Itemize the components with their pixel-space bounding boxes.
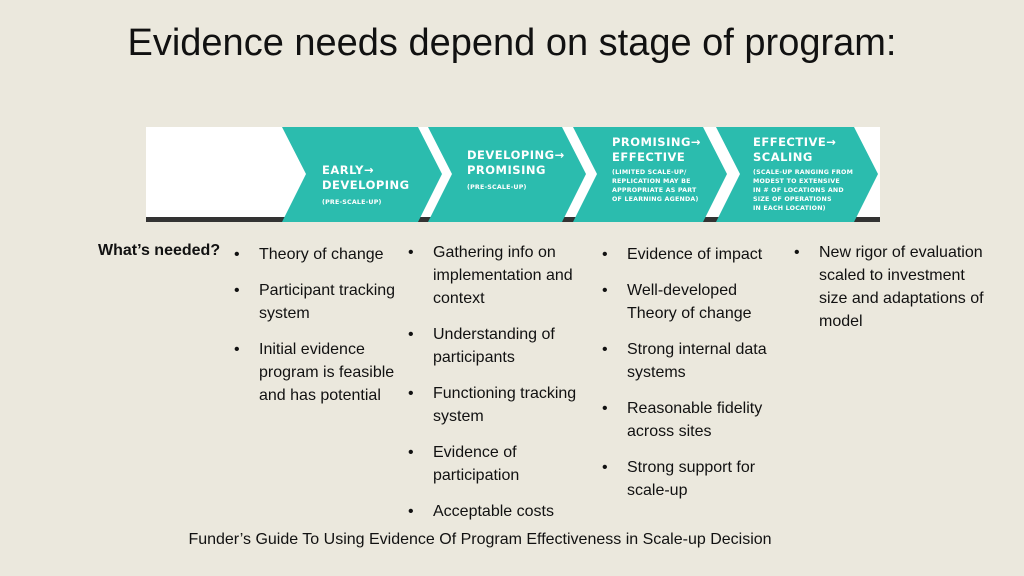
stage-title-line: EARLY→ DEVELOPING: [322, 163, 410, 192]
stage-subtitle: (PRE-SCALE-UP): [467, 184, 527, 191]
list-item: Acceptable costs: [408, 500, 598, 523]
stage-banner: EARLY→ DEVELOPING (PRE-SCALE-UP) DEVELOP…: [146, 127, 880, 222]
source-footnote: Funder’s Guide To Using Evidence Of Prog…: [188, 531, 772, 548]
list-item: Strong internal data systems: [602, 338, 790, 384]
list-item: New rigor of evaluation scaled to invest…: [794, 241, 994, 333]
stage-effective-scaling: EFFECTIVE→ SCALING (SCALE-UP RANGING FRO…: [753, 135, 871, 213]
stage-title: PROMISING→ EFFECTIVE: [612, 135, 702, 164]
stage-title: DEVELOPING→ PROMISING: [467, 148, 565, 177]
stage-banner-graphic: [146, 127, 880, 222]
stage-subtitle: (PRE-SCALE-UP): [322, 199, 382, 206]
stage-chevron-1: [282, 127, 442, 222]
list-item: Understanding of participants: [408, 323, 598, 369]
slide-title: Evidence needs depend on stage of progra…: [127, 22, 897, 64]
stage-early-developing: EARLY→ DEVELOPING (PRE-SCALE-UP): [322, 148, 422, 207]
list-item: Initial evidence program is feasible and…: [234, 338, 404, 407]
list-item: Theory of change: [234, 243, 404, 266]
stage-developing-promising: DEVELOPING→ PROMISING (PRE-SCALE-UP): [467, 148, 572, 192]
list-item: Strong support for scale-up: [602, 456, 790, 502]
list-item: Participant tracking system: [234, 279, 404, 325]
list-item: Well-developed Theory of change: [602, 279, 790, 325]
stage-subtitle: (LIMITED SCALE-UP/ REPLICATION MAY BE AP…: [612, 169, 699, 203]
stage-subtitle: (SCALE-UP RANGING FROM MODEST TO EXTENSI…: [753, 169, 854, 212]
stage-chevron-3: [573, 127, 727, 222]
list-item: Evidence of impact: [602, 243, 790, 266]
whats-needed-label: What’s needed?: [98, 242, 221, 259]
list-item: Gathering info on implementation and con…: [408, 241, 598, 310]
stage-chevron-2: [428, 127, 586, 222]
list-item: Functioning tracking system: [408, 382, 598, 428]
list-item: Reasonable fidelity across sites: [602, 397, 790, 443]
stage-title: EFFECTIVE→ SCALING: [753, 135, 837, 164]
stage-promising-effective: PROMISING→ EFFECTIVE (LIMITED SCALE-UP/ …: [612, 135, 720, 204]
needs-column-effective-scaling: New rigor of evaluation scaled to invest…: [794, 241, 994, 346]
needs-column-developing-promising: Gathering info on implementation and con…: [408, 241, 598, 536]
stage-chevron-4: [716, 127, 878, 222]
needs-column-early-developing: Theory of change Participant tracking sy…: [234, 243, 404, 420]
needs-column-promising-effective: Evidence of impact Well-developed Theory…: [602, 243, 790, 515]
list-item: Evidence of participation: [408, 441, 598, 487]
stage-title: EARLY→ DEVELOPING: [322, 148, 422, 193]
